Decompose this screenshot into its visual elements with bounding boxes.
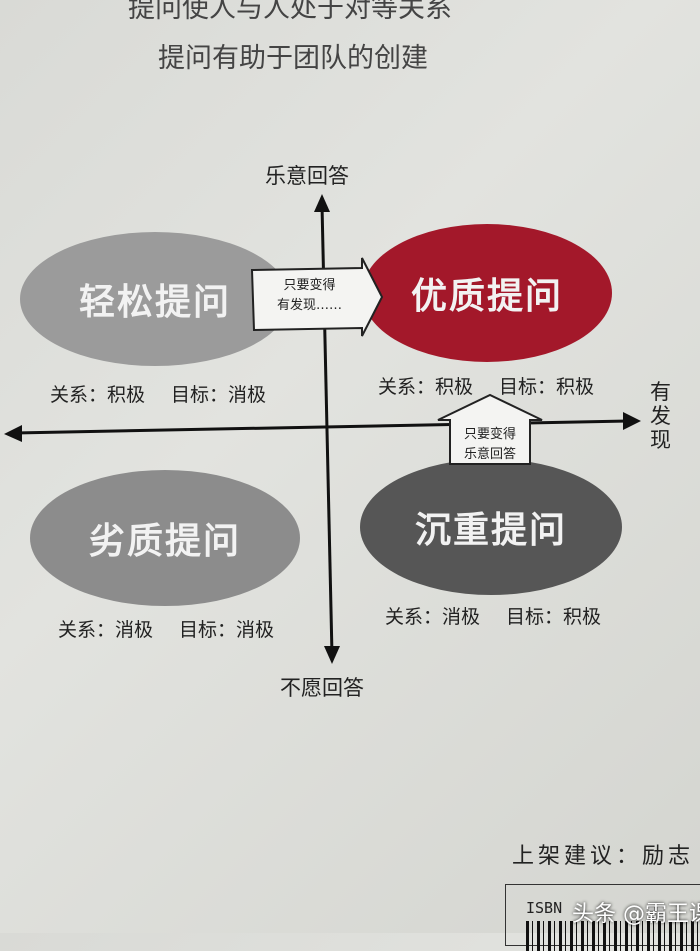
shelf-note: 上架建议：励志 bbox=[512, 844, 695, 869]
heading: 提问有助于团队的创建 bbox=[158, 43, 428, 74]
right-arrow-text: 只要变得有发现…… bbox=[262, 276, 357, 316]
line: 只要变得 bbox=[283, 278, 336, 293]
caption-easy: 关系：积极 目标：消极 bbox=[50, 380, 292, 407]
arrow-up-icon bbox=[314, 194, 330, 212]
arrow-right-icon bbox=[623, 412, 641, 430]
quadrant-poor: 劣质提问 bbox=[30, 470, 300, 606]
line: 只要变得 bbox=[463, 427, 516, 442]
caption-poor: 关系：消极 目标：消极 bbox=[58, 615, 300, 642]
arrow-left-icon bbox=[4, 425, 22, 442]
quadrant-title: 优质提问 bbox=[410, 276, 563, 317]
line: 乐意回答 bbox=[463, 447, 516, 462]
arrow-down-icon bbox=[324, 646, 340, 664]
watermark: 头条 @霸王课 bbox=[572, 902, 700, 927]
quadrant-quality: 优质提问 bbox=[362, 224, 612, 362]
caption-heavy: 关系：消极 目标：积极 bbox=[385, 602, 627, 629]
relation: 关系：消极 bbox=[58, 619, 154, 641]
quadrant-easy: 轻松提问 bbox=[20, 232, 290, 366]
axis-bottom-label: 不愿回答 bbox=[280, 676, 364, 700]
goal: 目标：消极 bbox=[179, 619, 275, 641]
quadrant-heavy: 沉重提问 bbox=[360, 459, 622, 595]
up-arrow-text: 只要变得乐意回答 bbox=[452, 425, 528, 465]
relation: 关系：积极 bbox=[378, 376, 474, 398]
relation: 关系：消极 bbox=[385, 606, 481, 628]
heading-cut: 提问使人与人处于对等关系 bbox=[128, 0, 452, 24]
isbn-label: ISBN bbox=[526, 899, 563, 917]
caption-quality: 关系：积极 目标：积极 bbox=[378, 372, 620, 399]
axis-top-label: 乐意回答 bbox=[265, 164, 349, 188]
quadrant-title: 劣质提问 bbox=[88, 521, 241, 562]
goal: 目标：消极 bbox=[171, 384, 267, 406]
goal: 目标：积极 bbox=[499, 376, 595, 398]
axis-right-label: 有发现 bbox=[650, 380, 671, 452]
right-block-arrow-icon bbox=[250, 257, 384, 337]
relation: 关系：积极 bbox=[50, 384, 146, 406]
goal: 目标：积极 bbox=[506, 606, 602, 628]
quadrant-title: 轻松提问 bbox=[78, 282, 231, 323]
up-block-arrow-icon bbox=[437, 393, 543, 465]
line: 有发现…… bbox=[276, 298, 342, 313]
quadrant-title: 沉重提问 bbox=[414, 510, 567, 551]
